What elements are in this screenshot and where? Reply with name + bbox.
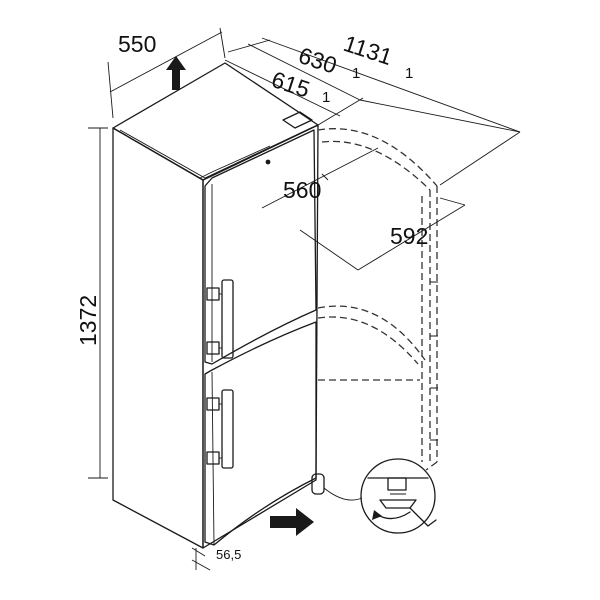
lower-handle xyxy=(206,389,234,469)
arrow-up-icon xyxy=(166,56,186,90)
foot-height-label: 56,5 xyxy=(216,547,241,562)
fridge-front xyxy=(202,124,319,549)
top-hinge xyxy=(282,111,313,129)
dim-foot: 56,5 xyxy=(191,547,241,571)
door-indicator xyxy=(265,159,271,165)
height-label: 1372 xyxy=(75,295,101,346)
inner-depth-label: 592 xyxy=(390,223,428,249)
upper-door xyxy=(199,129,317,365)
dim-height: 1372 xyxy=(75,127,108,479)
fridge-body xyxy=(112,62,319,549)
adjustable-foot-icon xyxy=(311,458,437,534)
dim-inner: 560 592 xyxy=(261,147,466,271)
fridge-side xyxy=(112,127,204,549)
depth-total-label: 630 xyxy=(295,42,340,79)
width-label: 550 xyxy=(118,31,156,57)
arrow-right-icon xyxy=(270,508,314,536)
dim-width: 550 xyxy=(107,27,226,119)
lower-door xyxy=(204,321,317,546)
depth-body-footnote: 1 xyxy=(322,89,330,106)
door-open-footnote: 1 xyxy=(405,65,413,82)
depth-total-footnote: 1 xyxy=(352,65,360,82)
inner-width-label: 560 xyxy=(283,177,321,203)
open-door-outline xyxy=(317,128,438,471)
door-open-depth-label: 1131 xyxy=(340,30,395,70)
upper-handle xyxy=(206,279,234,359)
